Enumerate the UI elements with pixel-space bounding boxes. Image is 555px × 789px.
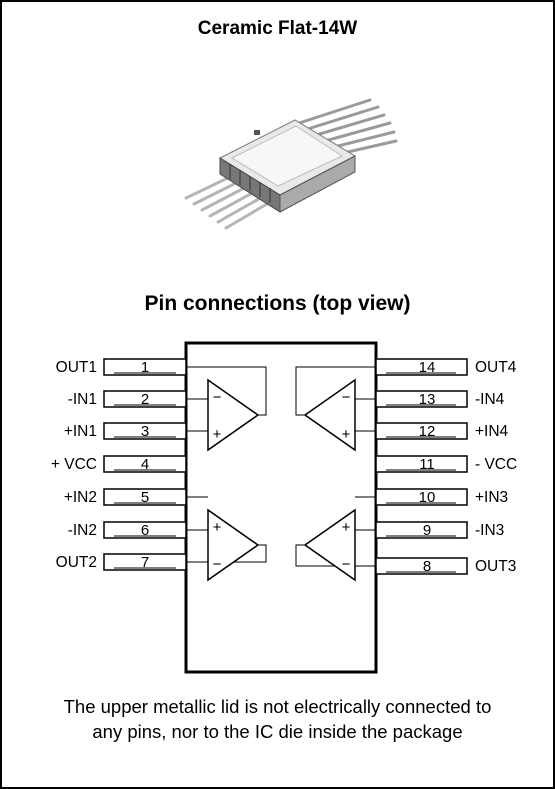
pin-number: 9 [423,522,431,539]
pin-label: OUT3 [475,558,516,575]
pin-number: 7 [141,554,149,571]
pin-number: 6 [141,522,149,539]
pin-number: 1 [141,359,149,376]
pin-label: +IN3 [475,489,508,506]
right-pin-9: 9 -IN3 [375,521,504,539]
pin-number: 5 [141,489,149,506]
opamp-bottom-symbol: − [213,556,222,573]
opamp-bottom-symbol: + [342,426,351,443]
right-pin-11: 11 - VCC [375,455,517,473]
right-pin-12: 12 +IN4 [375,422,509,440]
opamp-top-symbol: + [342,519,351,536]
footnote-line-2: any pins, nor to the IC die inside the p… [92,721,463,742]
pin-number: 11 [419,456,435,473]
pin-label: -IN2 [68,522,97,539]
opamp-top-symbol: + [213,519,222,536]
right-pin-10: 10 +IN3 [375,488,508,506]
left-pin-5: 5 +IN2 [64,488,187,506]
left-pin-4: 4 + VCC [51,455,187,473]
pin-label: -IN4 [475,391,505,408]
pin-number: 13 [419,391,436,408]
pin-label: +IN2 [64,489,97,506]
opamp-top-symbol: − [213,389,222,406]
pin-lead [375,455,468,473]
opamp-triangle [207,378,260,452]
pin-connections-title: Pin connections (top view) [144,292,411,315]
footnote: The upper metallic lid is not electrical… [0,694,555,744]
pin-number: 4 [141,456,149,473]
wire [295,366,376,416]
pin-number: 10 [419,489,436,506]
pin-label: -IN3 [475,522,504,539]
left-pin-2: 2 -IN1 [68,390,187,408]
pin-lead [103,455,187,473]
opamp-amp-1: −+ [207,378,260,452]
right-pin-14: 14 OUT4 [375,358,517,376]
right-pin-8: 8 OUT3 [375,557,516,575]
pin-label: +IN1 [64,423,97,440]
package-title: Ceramic Flat-14W [197,18,358,39]
pin-label: - VCC [475,456,517,473]
opamp-bottom-symbol: + [213,426,222,443]
wire [186,366,267,416]
pin-number: 14 [419,359,436,376]
left-pin-6: 6 -IN2 [68,521,187,539]
opamp-bottom-symbol: − [342,556,351,573]
left-pin-3: 3 +IN1 [64,422,187,440]
pin-number: 2 [141,391,149,408]
opamp-amp-4: −+ [303,378,356,452]
pin-label: -IN1 [68,391,97,408]
opamp-triangle [303,508,356,582]
pin-number: 8 [423,558,431,575]
opamp-triangle [303,378,356,452]
pin-label: OUT2 [56,554,97,571]
pin-label: + VCC [51,456,97,473]
pin-number: 3 [141,423,149,440]
left-pin-1: 1 OUT1 [56,358,187,376]
opamp-amp-3: +− [303,508,356,582]
pin-label: OUT1 [56,359,97,376]
ceramic-flat-package-icon [184,98,398,230]
pin-number: 12 [419,423,436,440]
footnote-line-1: The upper metallic lid is not electrical… [63,696,492,717]
left-pin-7: 7 OUT2 [56,553,187,571]
pin-label: OUT4 [475,359,517,376]
opamp-top-symbol: − [342,389,351,406]
pin-label: +IN4 [475,423,509,440]
opamp-triangle [207,508,260,582]
opamp-amp-2: +− [207,508,260,582]
right-pin-13: 13 -IN4 [375,390,505,408]
